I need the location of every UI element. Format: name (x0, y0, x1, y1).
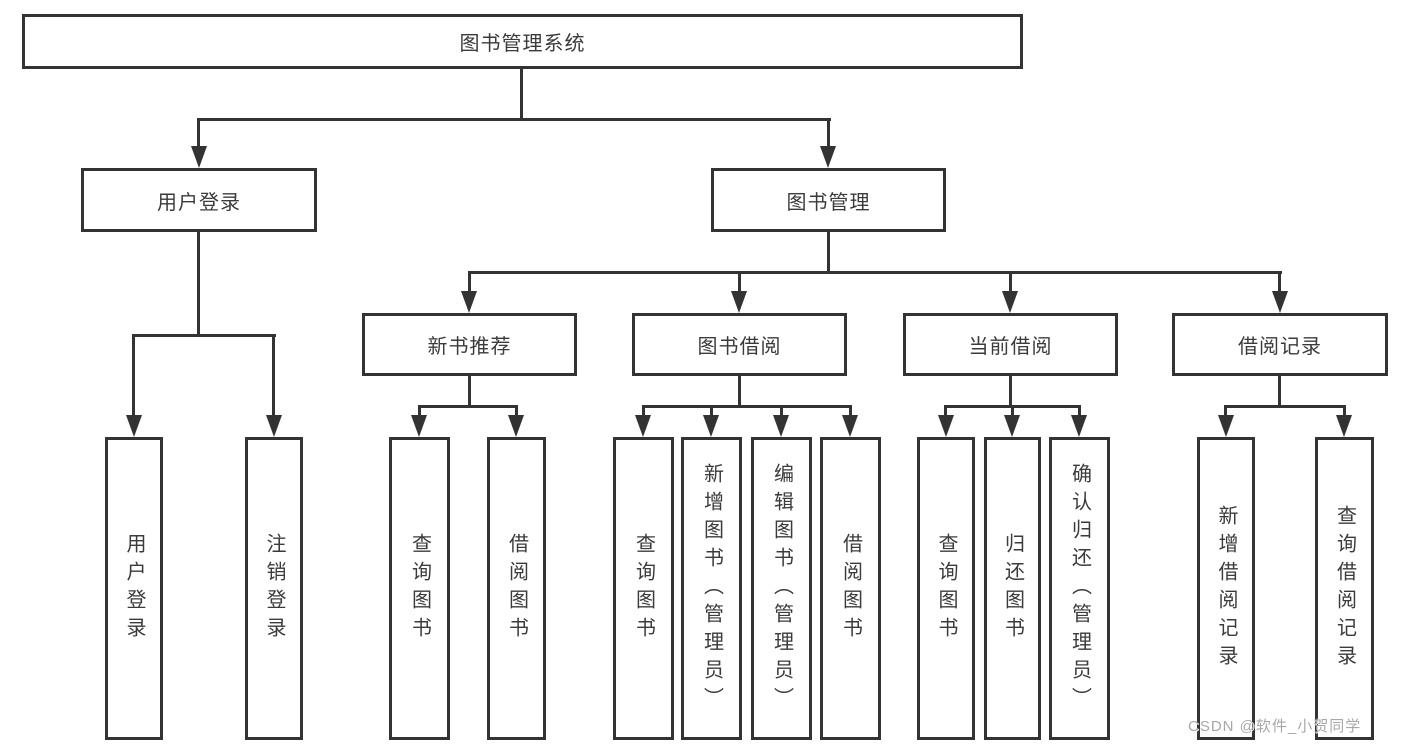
edge-stem-br-query (1343, 405, 1346, 417)
edge-stem-bb-query (642, 405, 645, 417)
arrowhead-leaf-user-login (126, 415, 142, 437)
arrowhead-bb-borrow (842, 415, 858, 437)
edge-stem-bb-borrow (849, 405, 852, 417)
edge-stem-br-add (1224, 405, 1227, 417)
arrowhead-bb-query (635, 415, 651, 437)
node-current-borrow: 当前借阅 (903, 313, 1118, 376)
edge-new-book-bus (418, 405, 518, 408)
arrowhead-nb-query (411, 415, 427, 437)
edge-under-borrow-record (1278, 374, 1281, 407)
edge-stem-book-management (827, 118, 830, 148)
arrowhead-nb-borrow (508, 415, 524, 437)
edge-stem-leaf-user-login (132, 334, 135, 417)
edge-stem-user-login (197, 118, 200, 148)
leaf-borrow-edit-books-admin: 编辑图书（管理员） (751, 437, 812, 740)
arrowhead-bb-add (703, 415, 719, 437)
arrowhead-new-book (461, 291, 477, 313)
leaf-borrow-add-books-admin: 新增图书（管理员） (681, 437, 742, 740)
arrowhead-cb-confirm (1071, 415, 1087, 437)
edge-root-trunk (520, 67, 523, 120)
edge-stem-cb-confirm (1078, 405, 1081, 417)
node-book-borrow: 图书借阅 (632, 313, 847, 376)
edge-stem-current-borrow (1009, 271, 1012, 293)
arrowhead-leaf-logout (266, 415, 282, 437)
edge-book-borrow-bus (642, 405, 852, 408)
leaf-newbook-borrow-books: 借阅图书 (487, 437, 546, 740)
leaf-current-query-books: 查询图书 (917, 437, 975, 740)
edge-user-login-bus (132, 334, 276, 337)
arrowhead-user-login (191, 146, 207, 168)
edge-stem-nb-borrow (515, 405, 518, 417)
arrowhead-book-borrow (731, 291, 747, 313)
arrowhead-book-management (820, 146, 836, 168)
arrowhead-br-add (1218, 415, 1234, 437)
edge-stem-nb-query (418, 405, 421, 417)
edge-level3-bus (468, 271, 1282, 274)
leaf-borrow-query-books: 查询图书 (613, 437, 674, 740)
leaf-current-confirm-return-admin: 确认归还（管理员） (1049, 437, 1110, 740)
edge-under-book-borrow (738, 374, 741, 407)
edge-borrow-record-bus (1224, 405, 1346, 408)
edge-under-book-management (827, 230, 830, 274)
edge-stem-cb-return (1011, 405, 1014, 417)
arrowhead-borrow-record (1272, 291, 1288, 313)
edge-stem-leaf-logout (272, 334, 275, 417)
leaf-record-query-borrow-record: 查询借阅记录 (1315, 437, 1374, 740)
edge-under-user-login (197, 230, 200, 336)
leaf-user-login: 用户登录 (105, 437, 163, 740)
node-book-management: 图书管理 (711, 168, 946, 232)
node-borrow-record: 借阅记录 (1172, 313, 1388, 376)
edge-level2-bus (197, 118, 831, 121)
leaf-borrow-borrow-books: 借阅图书 (820, 437, 881, 740)
arrowhead-bb-edit (773, 415, 789, 437)
node-new-book-recommend: 新书推荐 (362, 313, 577, 376)
edge-stem-bb-add (710, 405, 713, 417)
leaf-current-return-books: 归还图书 (984, 437, 1041, 740)
leaf-logout: 注销登录 (245, 437, 303, 740)
arrowhead-cb-query (938, 415, 954, 437)
arrowhead-br-query (1336, 415, 1352, 437)
arrowhead-current-borrow (1002, 291, 1018, 313)
edge-stem-book-borrow (738, 271, 741, 293)
edge-stem-cb-query (944, 405, 947, 417)
edge-stem-bb-edit (780, 405, 783, 417)
leaf-record-add-borrow-record: 新增借阅记录 (1197, 437, 1255, 740)
edge-under-current-borrow (1009, 374, 1012, 407)
node-root: 图书管理系统 (22, 14, 1023, 69)
edge-under-new-book (468, 374, 471, 407)
node-user-login: 用户登录 (81, 168, 317, 232)
edge-stem-new-book (468, 271, 471, 293)
edge-stem-borrow-record (1278, 271, 1281, 293)
leaf-newbook-query-books: 查询图书 (389, 437, 450, 740)
csdn-watermark: CSDN @软件_小贺同学 (1188, 718, 1362, 735)
arrowhead-cb-return (1004, 415, 1020, 437)
